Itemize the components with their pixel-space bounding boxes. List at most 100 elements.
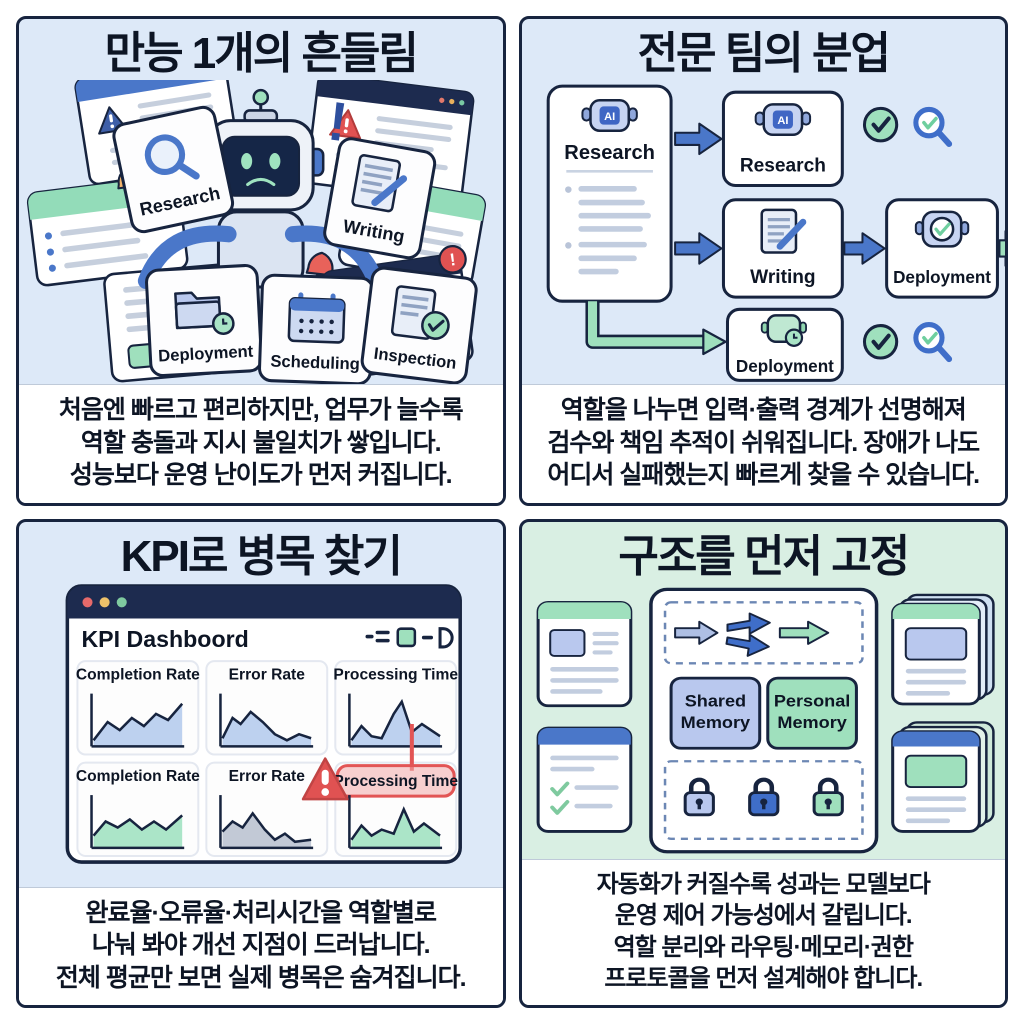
caption-line: 프로토콜을 먼저 설계해야 합니다. bbox=[604, 964, 923, 992]
svg-text:Research: Research bbox=[739, 155, 825, 176]
chart-card-error-rate-1: Error Rate bbox=[205, 660, 329, 756]
panel-overloaded-agent: 만능 1개의 흔들림 bbox=[16, 16, 506, 506]
panel-fix-structure: 구조를 먼저 고정 bbox=[518, 518, 1008, 1008]
svg-text:Completion Rate: Completion Rate bbox=[76, 768, 200, 785]
right-doc-stack-green bbox=[890, 593, 995, 706]
panel1-illustration: ! ! bbox=[26, 79, 487, 384]
svg-text:AI: AI bbox=[604, 111, 615, 123]
document-check-icon bbox=[390, 284, 450, 340]
deployment-mid-node-card: Deployment bbox=[884, 197, 999, 299]
routing-zone-dashed-box bbox=[663, 601, 864, 665]
arrow-green bbox=[778, 620, 829, 645]
panel3-art: KPI Dashboord Completion Rate bbox=[19, 582, 503, 886]
caption-line: 성능보다 운영 난이도가 먼저 커집니다. bbox=[69, 461, 453, 489]
task-card-research: Research bbox=[112, 105, 235, 233]
arrow-blue-mid-right bbox=[842, 231, 886, 265]
research-node-card: AI Research bbox=[721, 90, 844, 187]
left-doc-card-checklist bbox=[536, 726, 632, 833]
lock-icon-lightblue bbox=[683, 777, 715, 817]
panel-team-pipeline: 전문 팀의 분업 AI Research bbox=[518, 16, 1008, 506]
antenna-tip bbox=[252, 88, 270, 106]
folder-clock-icon bbox=[174, 291, 235, 335]
arrow-darkblue-down bbox=[724, 633, 770, 657]
window-dot-red bbox=[82, 597, 93, 608]
personal-memory-box: Personal Memory bbox=[765, 676, 858, 750]
svg-text:Shared: Shared bbox=[684, 692, 745, 711]
panel4-caption: 자동화가 커질수록 성과는 모델보다 운영 제어 가능성에서 갈립니다. 역할 … bbox=[521, 859, 1005, 1005]
robot-clock-badge-icon bbox=[760, 313, 807, 347]
caption-line: 자동화가 커질수록 성과는 모델보다 bbox=[596, 871, 931, 899]
panel2-caption: 역할을 나누면 입력·출력 경계가 선명해져 검수와 책임 추적이 쉬워집니다.… bbox=[521, 384, 1005, 503]
check-circle-icon bbox=[862, 323, 898, 360]
panel4-illustration: Shared Memory Personal Memory bbox=[536, 587, 995, 854]
panel2-art: AI Research bbox=[522, 80, 1005, 384]
panel2-illustration: AI Research bbox=[546, 84, 1005, 382]
task-card-deployment: Deployment bbox=[145, 263, 263, 377]
check-circle-icon bbox=[862, 106, 898, 142]
panel1-caption: 처음엔 빠르고 편리하지만, 업무가 늘수록 역할 충돌과 지시 불일치가 쌓입… bbox=[19, 384, 503, 503]
svg-text:Deployment: Deployment bbox=[893, 266, 991, 286]
svg-text:Writing: Writing bbox=[750, 266, 815, 287]
caption-line: 어디서 실패했는지 빠르게 찾을 수 있습니다. bbox=[547, 461, 980, 489]
d-shape-icon bbox=[438, 627, 454, 649]
svg-text:Error Rate: Error Rate bbox=[229, 666, 306, 683]
document-pencil-icon bbox=[759, 208, 806, 254]
green-square-icon bbox=[396, 627, 417, 648]
caption-line: 역할을 나누면 입력·출력 경계가 선명해져 bbox=[560, 396, 967, 424]
check-icon bbox=[549, 800, 613, 815]
caption-line: 역할 분리와 라우팅·메모리·권한 bbox=[613, 933, 914, 961]
green-elbow-connector bbox=[584, 300, 727, 355]
panel-kpi-dashboard: KPI로 병목 찾기 KPI Dashboord bbox=[16, 518, 506, 1008]
writing-node-card: Writing bbox=[721, 197, 844, 299]
robot-frown bbox=[246, 177, 276, 186]
panel1-title: 만능 1개의 흔들림 bbox=[104, 29, 419, 78]
chart-card-completion-rate-1: Completion Rate bbox=[76, 660, 200, 756]
arrow-green-exit bbox=[997, 229, 1005, 267]
alert-badge-icon: ! bbox=[438, 244, 467, 274]
svg-text:Memory: Memory bbox=[777, 713, 847, 732]
svg-text:Research: Research bbox=[564, 142, 655, 164]
panel3-title: KPI로 병목 찾기 bbox=[120, 531, 403, 581]
window-dot-green bbox=[116, 597, 127, 608]
panel1-art: ! ! bbox=[19, 79, 503, 384]
robot-eye-left bbox=[241, 152, 253, 169]
lock-icon-blue bbox=[747, 777, 779, 817]
svg-text:AI: AI bbox=[777, 115, 788, 127]
chart-card-completion-rate-2: Completion Rate bbox=[76, 761, 200, 858]
chart-card-processing-time-2: Processing Time bbox=[333, 724, 458, 858]
svg-text:!: ! bbox=[448, 249, 456, 270]
arrow-blue-mid-left bbox=[673, 231, 722, 265]
caption-line: 역할 충돌과 지시 불일치가 쌓입니다. bbox=[80, 428, 442, 457]
panel4-art: Shared Memory Personal Memory bbox=[522, 582, 1006, 859]
protocol-structure-card: Shared Memory Personal Memory bbox=[648, 587, 878, 854]
shared-memory-box: Shared Memory bbox=[669, 676, 761, 750]
ai-robot-badge-icon: AI bbox=[754, 102, 811, 136]
permission-zone-dashed-box bbox=[663, 760, 864, 841]
panel3-caption: 완료율·오류율·처리시간을 역할별로 나눠 봐야 개선 지점이 드러납니다. 전… bbox=[19, 886, 503, 1005]
panel2-title: 전문 팀의 분업 bbox=[637, 29, 891, 78]
magnifier-check-icon bbox=[912, 321, 952, 362]
chart-card-error-rate-2: Error Rate bbox=[205, 761, 329, 858]
svg-text:Deployment: Deployment bbox=[735, 356, 833, 376]
robot-check-badge-icon bbox=[914, 210, 969, 248]
svg-text:Completion Rate: Completion Rate bbox=[76, 666, 200, 683]
lock-icon-green bbox=[812, 777, 844, 817]
dashboard-window: KPI Dashboord Completion Rate bbox=[65, 584, 462, 864]
minus-icon bbox=[421, 635, 433, 640]
document-pencil-icon bbox=[351, 153, 408, 212]
robot-arm-left bbox=[137, 225, 237, 289]
caption-line: 전체 평균만 보면 실제 병목은 숨겨집니다. bbox=[55, 963, 467, 992]
dashboard-title: KPI Dashboord bbox=[81, 626, 248, 652]
caption-line: 운영 제어 가능성에서 갈립니다. bbox=[614, 902, 913, 930]
panel4-title: 구조를 먼저 고정 bbox=[618, 531, 910, 581]
robot-eye-right bbox=[269, 152, 281, 169]
caption-line: 완료율·오류율·처리시간을 역할별로 bbox=[85, 898, 437, 927]
caption-line: 검수와 책임 추적이 쉬워집니다. 장애가 나도 bbox=[547, 428, 980, 457]
task-card-writing: Writing bbox=[323, 136, 437, 259]
magnifier-icon bbox=[144, 133, 200, 180]
right-doc-stack-blue bbox=[890, 721, 995, 833]
source-research-card: AI Research bbox=[546, 84, 673, 303]
svg-text:Memory: Memory bbox=[680, 713, 750, 732]
ai-robot-badge-icon: AI bbox=[580, 98, 638, 132]
